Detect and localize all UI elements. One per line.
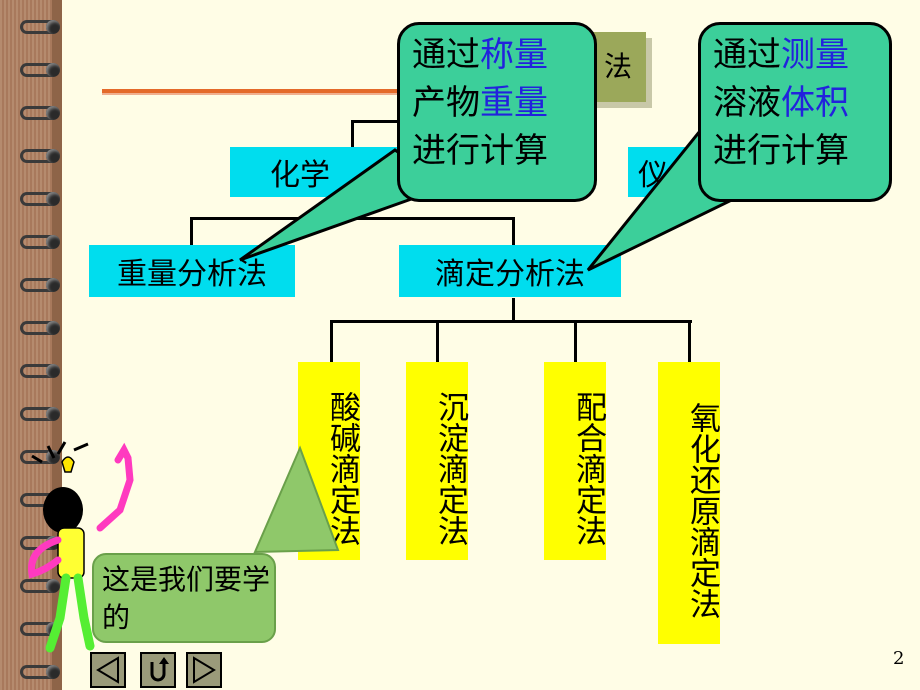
binder-ring — [20, 147, 60, 167]
title-decoration-block — [590, 32, 646, 102]
binder-ring — [20, 18, 60, 38]
triangle-left-icon — [96, 656, 119, 684]
titration-analysis-box: 滴定分析法 — [399, 245, 621, 297]
tree-connector — [688, 320, 691, 362]
notebook-spine-edge — [52, 0, 62, 690]
gravimetric-callout-line2: 产物重量 — [412, 83, 548, 123]
tree-connector — [190, 217, 193, 245]
tree-connector — [512, 298, 515, 322]
tree-connector — [190, 217, 514, 220]
binder-ring — [20, 233, 60, 253]
gravimetric-callout-line1: 通过称量 — [412, 35, 548, 75]
root-right-label: 仪 — [638, 158, 668, 193]
titration-callout-line3: 进行计算 — [713, 131, 849, 171]
tree-connector — [351, 120, 401, 123]
binder-ring — [20, 577, 60, 597]
binder-ring — [20, 405, 60, 425]
titration-callout: 通过测量 溶液体积 进行计算 — [698, 22, 892, 202]
binder-ring — [20, 663, 60, 683]
cartoon-student-figure — [28, 441, 134, 653]
acid-base-titration-box: 酸碱滴定法 — [298, 362, 360, 560]
tree-connector — [351, 120, 354, 148]
tree-connector — [330, 320, 692, 323]
gravimetric-callout-line3: 进行计算 — [412, 131, 548, 171]
complexometric-titration-box: 配合滴定法 — [544, 362, 606, 560]
titration-callout-line1: 通过测量 — [713, 35, 849, 75]
gravimetric-analysis-box: 重量分析法 — [89, 245, 295, 297]
next-slide-button[interactable] — [186, 652, 222, 688]
page-number: 2 — [893, 648, 905, 669]
tree-connector — [574, 320, 577, 362]
binder-ring — [20, 319, 60, 339]
title-fragment: 法 — [603, 50, 632, 83]
titration-callout-line2: 溶液体积 — [713, 83, 849, 123]
binder-ring — [20, 362, 60, 382]
binder-ring — [20, 61, 60, 81]
tree-connector — [512, 217, 515, 245]
tree-connector — [351, 196, 354, 218]
tree-connector — [436, 320, 439, 362]
binder-ring — [20, 104, 60, 124]
triangle-right-icon — [193, 656, 216, 684]
gravimetric-callout: 通过称量 产物重量 进行计算 — [397, 22, 597, 202]
tree-connector — [330, 320, 333, 362]
binder-ring — [20, 190, 60, 210]
prev-slide-button[interactable] — [90, 652, 126, 688]
title-underline — [102, 89, 632, 95]
note-bubble: 这是我们要学的 — [92, 553, 276, 643]
home-button[interactable] — [140, 652, 176, 688]
return-arrow-icon — [150, 657, 169, 682]
root-left-label: 化学 — [270, 158, 330, 193]
precipitation-titration-box: 沉淀滴定法 — [406, 362, 468, 560]
binder-ring — [20, 276, 60, 296]
redox-titration-box: 氧化还原滴定法 — [658, 362, 720, 644]
